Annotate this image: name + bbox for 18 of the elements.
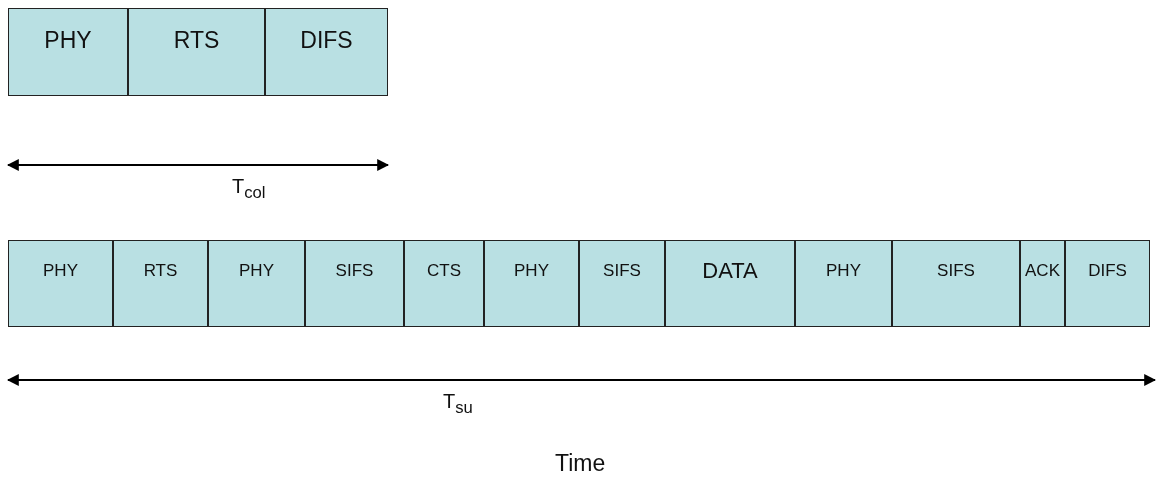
duration-label: T$_{su}$ [443, 390, 473, 418]
frame-field: PHY [484, 240, 579, 327]
frame-field: RTS [128, 8, 265, 96]
frame-field: PHY [8, 8, 128, 96]
frame-field: DIFS [1065, 240, 1150, 327]
frame-field: RTS [113, 240, 208, 327]
frame-field: PHY [8, 240, 113, 327]
frame-field: PHY [795, 240, 892, 327]
frame-field: PHY [208, 240, 305, 327]
duration-label: T$_{col}$ [232, 175, 266, 203]
frame-field: ACK [1020, 240, 1065, 327]
axis-title: Time [555, 450, 606, 477]
frame-field: SIFS [305, 240, 404, 327]
frame-field: SIFS [892, 240, 1020, 327]
frame-field: DIFS [265, 8, 388, 96]
frame-field: DATA [665, 240, 795, 327]
frame-field: CTS [404, 240, 484, 327]
frame-field: SIFS [579, 240, 665, 327]
